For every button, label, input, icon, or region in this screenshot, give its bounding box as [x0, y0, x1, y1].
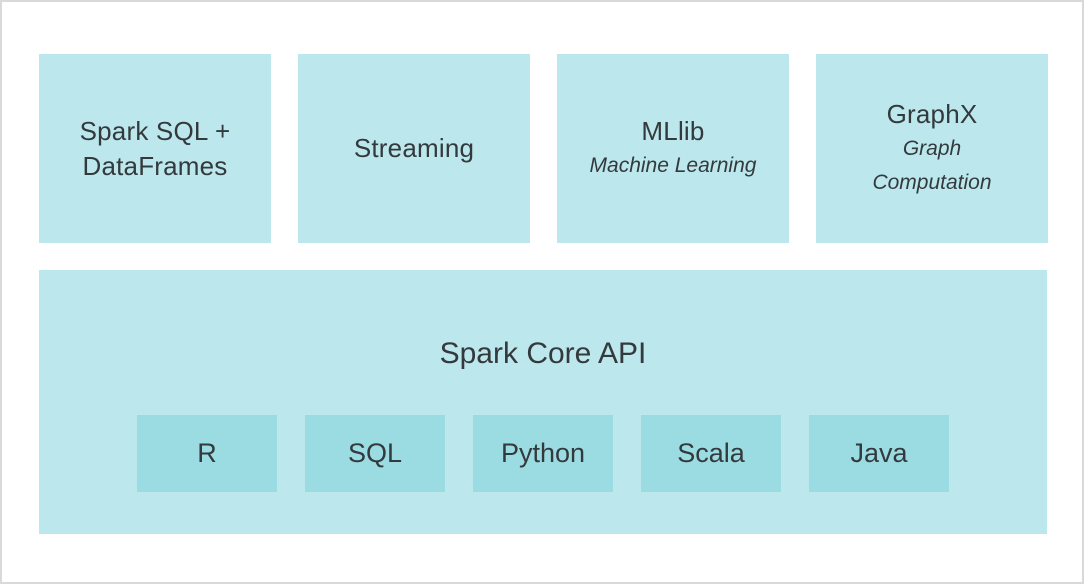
- module-mllib: MLlib Machine Learning: [557, 54, 789, 243]
- language-java: Java: [809, 415, 949, 492]
- module-subtitle: Machine Learning: [589, 154, 757, 177]
- module-spark-sql: Spark SQL + DataFrames: [39, 54, 271, 243]
- module-title: MLlib: [641, 116, 705, 146]
- core-title: Spark Core API: [439, 337, 647, 370]
- module-title: GraphX: [886, 99, 978, 129]
- language-python: Python: [473, 415, 613, 492]
- module-subtitle: Computation: [872, 171, 992, 194]
- module-streaming: Streaming: [298, 54, 530, 243]
- spark-core-api: Spark Core API R SQL Python Scala Java: [39, 270, 1047, 534]
- module-graphx: GraphX Graph Computation: [816, 54, 1048, 243]
- language-r: R: [137, 415, 277, 492]
- module-title: Spark SQL +: [79, 115, 231, 146]
- module-title: DataFrames: [82, 150, 228, 181]
- module-subtitle: Graph: [902, 137, 962, 160]
- language-scala: Scala: [641, 415, 781, 492]
- module-title: Streaming: [353, 133, 475, 163]
- language-sql: SQL: [305, 415, 445, 492]
